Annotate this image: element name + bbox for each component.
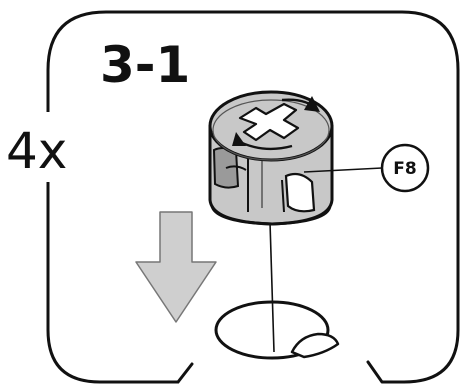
part-callout-leader — [303, 167, 383, 173]
quantity-backdrop — [2, 112, 88, 182]
quantity-label: 4x — [6, 122, 67, 180]
placement-guide-line — [269, 221, 275, 353]
step-frame-notch — [176, 362, 194, 384]
cam-lock-fitting — [208, 90, 334, 226]
part-callout-label: F8 — [393, 159, 416, 179]
step-number: 3-1 — [100, 36, 190, 94]
part-callout-circle — [380, 143, 430, 193]
insert-direction-arrow — [135, 211, 217, 323]
step-frame — [46, 10, 460, 384]
target-hole — [214, 300, 340, 360]
